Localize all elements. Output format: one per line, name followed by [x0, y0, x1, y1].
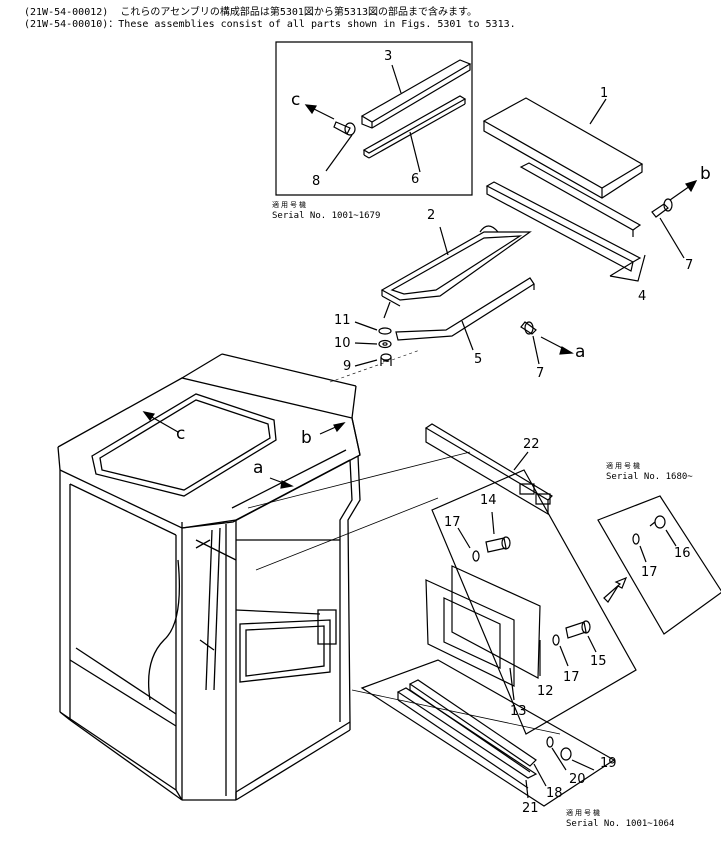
part-2-frame	[382, 226, 530, 306]
label-part-12: 12	[537, 684, 554, 699]
serial-note-jp: 適用号機	[566, 809, 602, 817]
label-part-13: 13	[510, 704, 527, 719]
label-part-5: 5	[474, 352, 483, 367]
part-8-screw	[326, 122, 355, 171]
part-14-bolt	[486, 537, 510, 552]
serial-note-1001-1679: 適用号機 Serial No. 1001~1679	[272, 200, 380, 222]
label-part-18: 18	[546, 786, 563, 801]
label-part-14: 14	[480, 493, 497, 508]
arrow-a-top	[541, 337, 572, 354]
label-part-17-c: 17	[641, 565, 658, 580]
label-ref-c-cab: c	[176, 424, 186, 444]
label-part-16: 16	[674, 546, 691, 561]
part-16-screw	[650, 516, 665, 528]
label-part-6: 6	[411, 172, 420, 187]
part-10-washer	[379, 341, 391, 348]
part-12-panel	[452, 566, 540, 678]
part-21-strip	[398, 688, 536, 788]
inset-box-top	[276, 42, 472, 195]
label-part-11: 11	[334, 313, 351, 328]
label-part-19: 19	[600, 756, 617, 771]
label-ref-c-top: c	[291, 90, 301, 110]
part-1-cushion	[484, 98, 642, 198]
arrow-c-cab	[144, 412, 178, 432]
label-part-21: 21	[522, 801, 539, 816]
part-19-screw	[561, 748, 571, 760]
label-part-2: 2	[427, 208, 436, 223]
label-part-1: 1	[600, 86, 609, 101]
serial-note-en: Serial No. 1001~1679	[272, 211, 381, 221]
part-11-washer	[379, 328, 391, 334]
label-part-17-b: 17	[563, 670, 580, 685]
inset-box-right	[598, 496, 721, 634]
label-part-4: 4	[638, 289, 647, 304]
arrow-b-top	[670, 181, 696, 200]
label-ref-b-top: b	[700, 164, 711, 184]
part-17-washer-c	[633, 534, 639, 544]
serial-note-jp: 適用号機	[272, 201, 308, 209]
part-17-washer-b	[553, 635, 559, 645]
part-5-strip	[396, 278, 534, 340]
header-line-1: (21W-54-00012) これらのアセンブリの構成部品は第5301図から第5…	[24, 7, 477, 18]
cab-body	[58, 354, 360, 800]
serial-note-1001-1064: 適用号機 Serial No. 1001~1064	[566, 808, 674, 830]
label-part-15: 15	[590, 654, 607, 669]
part-4-bracket	[487, 163, 640, 271]
arrow-inset	[604, 578, 626, 602]
part-15-bolt	[566, 621, 590, 638]
part-7-bolt-lower	[521, 322, 539, 364]
inset-box-bottom	[362, 660, 614, 806]
label-part-3: 3	[384, 49, 393, 64]
label-part-7-right: 7	[685, 258, 694, 273]
arrow-a-cab	[270, 478, 292, 488]
arrow-c-top	[306, 105, 334, 119]
label-part-8: 8	[312, 174, 321, 189]
part-7-bolt-right	[652, 199, 684, 258]
label-ref-a-cab: a	[253, 458, 264, 478]
part-3-strip	[362, 60, 470, 128]
serial-note-en: Serial No. 1001~1064	[566, 819, 675, 829]
serial-note-jp: 適用号機	[606, 462, 642, 470]
label-part-17-a: 17	[444, 515, 461, 530]
part-9-bolt	[381, 354, 391, 366]
label-part-7-lower: 7	[536, 366, 545, 381]
label-ref-b-cab: b	[301, 428, 312, 448]
serial-note-1680: 適用号機 Serial No. 1680~	[606, 461, 693, 483]
header-line-2: (21W-54-00010)：These assemblies consist …	[24, 19, 516, 30]
serial-note-en: Serial No. 1680~	[606, 472, 693, 482]
part-13-frame	[426, 580, 514, 686]
label-part-20: 20	[569, 772, 586, 787]
part-17-washer-a	[473, 551, 479, 561]
label-part-10: 10	[334, 336, 351, 351]
label-part-9: 9	[343, 359, 352, 374]
label-part-22: 22	[523, 437, 540, 452]
group-panel-outline	[432, 470, 636, 734]
label-ref-a-top: a	[575, 342, 586, 362]
part-6-strip	[364, 96, 465, 158]
part-20-washer	[547, 737, 553, 747]
arrow-b-cab	[320, 423, 344, 434]
